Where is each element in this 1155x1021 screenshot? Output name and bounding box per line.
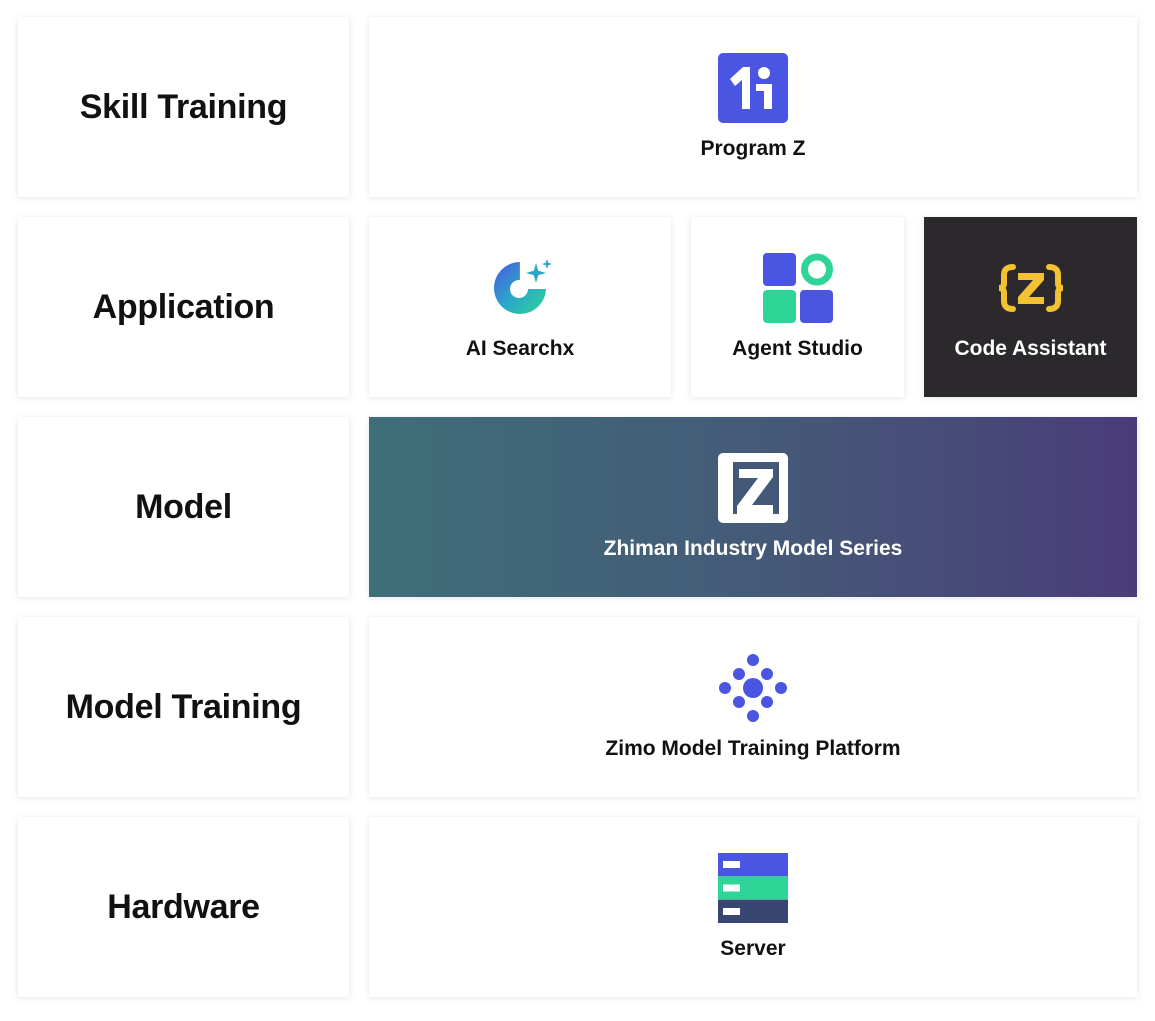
product-card-zhiman-model-series[interactable]: Zhiman Industry Model Series <box>369 417 1137 597</box>
product-card-server[interactable]: Server <box>369 817 1137 997</box>
layer-label-skill-training: Skill Training <box>18 17 349 197</box>
product-card-ai-searchx[interactable]: AI Searchx <box>369 217 671 397</box>
product-name: Agent Studio <box>732 337 863 360</box>
layer-label-hardware: Hardware <box>18 817 349 997</box>
zhiman-z-logo-icon <box>718 453 788 523</box>
server-icon <box>718 853 788 923</box>
zimo-dots-logo-icon <box>718 653 788 723</box>
layer-label-text: Hardware <box>107 887 260 926</box>
product-card-program-z[interactable]: Program Z <box>369 17 1137 197</box>
code-assistant-logo-icon <box>996 253 1066 323</box>
product-card-code-assistant[interactable]: Code Assistant <box>924 217 1137 397</box>
product-card-agent-studio[interactable]: Agent Studio <box>691 217 904 397</box>
agent-studio-logo-icon <box>762 253 833 323</box>
product-name: Zhiman Industry Model Series <box>603 537 903 560</box>
program-z-logo-icon <box>718 53 788 123</box>
product-name: AI Searchx <box>465 337 575 360</box>
layer-label-application: Application <box>18 217 349 397</box>
ai-searchx-logo-icon <box>485 253 555 323</box>
product-name: Code Assistant <box>954 337 1107 360</box>
layer-label-model-training: Model Training <box>18 617 349 797</box>
product-card-zimo-training-platform[interactable]: Zimo Model Training Platform <box>369 617 1137 797</box>
product-name: Program Z <box>700 137 806 160</box>
layer-label-text: Skill Training <box>79 87 288 126</box>
layer-label-text: Model Training <box>65 687 302 726</box>
layer-label-text: Application <box>92 287 275 326</box>
product-name: Server <box>720 937 786 960</box>
layer-label-text: Model <box>135 487 232 526</box>
layer-label-model: Model <box>18 417 349 597</box>
product-name: Zimo Model Training Platform <box>605 737 901 760</box>
